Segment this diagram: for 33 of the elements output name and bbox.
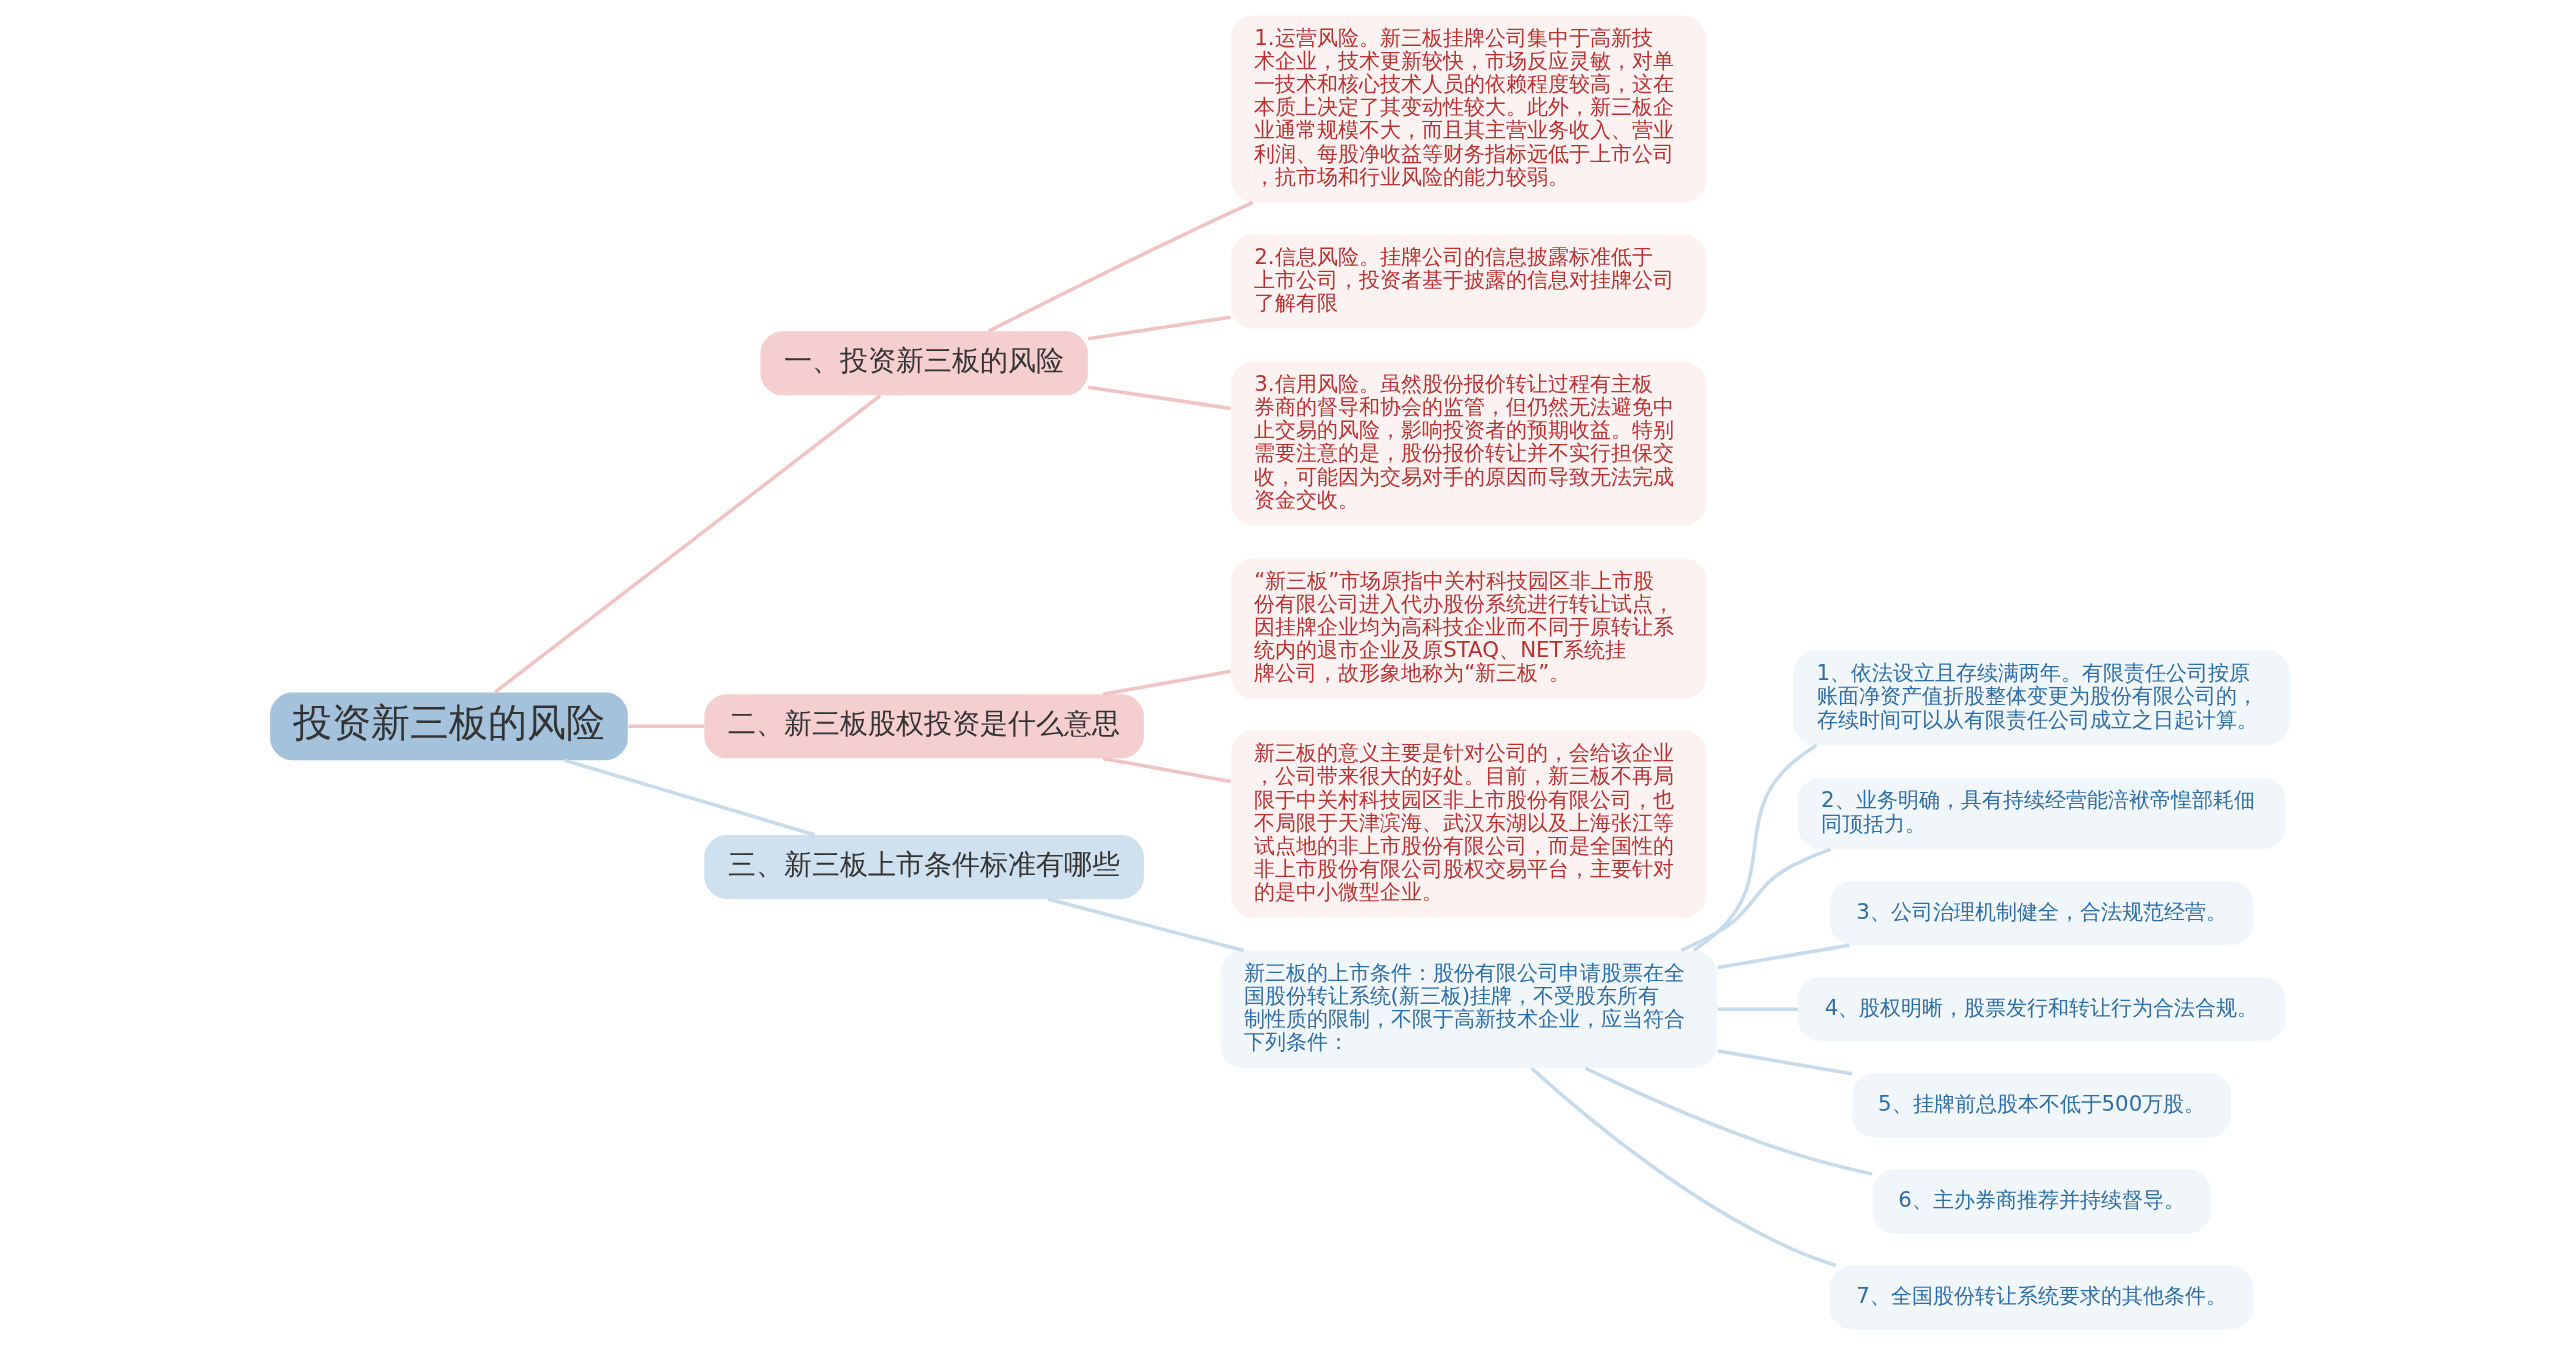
connector bbox=[1530, 1067, 1837, 1268]
connector bbox=[1717, 1007, 1798, 1012]
connector bbox=[1087, 315, 1231, 341]
node-box: 投资新三板的风险 bbox=[270, 692, 628, 761]
node-box: 5、挂牌前总股本不低于500万股。 bbox=[1852, 1073, 2232, 1138]
node-box: 新三板的上市条件：股份有限公司申请股票在全国股份转让系统(新三板)挂牌，不受股东所有制性质的限制，不限于高新技术企业，应当符合下列条件： bbox=[1220, 950, 1717, 1068]
connector bbox=[1047, 897, 1245, 953]
connector bbox=[1717, 943, 1850, 970]
connector bbox=[1692, 743, 1818, 952]
node-box: 新三板的意义主要是针对公司的，会给该企业，公司带来很大的好处。目前，新三板不再局限于中关村科技园区非上市股份有限公司，也不局限于天津滨海、武汉东湖以及上海张江等试点地的非上市股份有限公司，而是全国性的非上市股份有限公司股权交易平台，主要针对的是中小微型企业。 bbox=[1231, 730, 1707, 918]
node-box: 三、新三板上市条件标准有哪些 bbox=[704, 834, 1144, 899]
connector bbox=[628, 724, 705, 729]
connector bbox=[1102, 669, 1232, 697]
node-box: 1.运营风险。新三板挂牌公司集中于高新技术企业，技术更新较快，市场反应灵敏，对单一技术和核心技术人员的依赖程度较高，这在本质上决定了其变动性较大。此外，新三板企业通常规模不大，而且其主营业务收入、营业利润、每股净收益等财务指标远低于上市公司，抗市场和行业风险的能力较弱。 bbox=[1231, 15, 1707, 203]
connector bbox=[1087, 385, 1231, 411]
node-box: 6、主办券商推荐并持续督导。 bbox=[1872, 1169, 2211, 1234]
node-box: 2、业务明确，具有持续经营能涪袱帝惶部耗佃同顶括力。 bbox=[1797, 777, 2286, 850]
connector bbox=[1102, 756, 1232, 784]
connector bbox=[1717, 1049, 1853, 1076]
node-box: 2.信息风险。挂牌公司的信息披露标准低于上市公司，投资者基于披露的信息对挂牌公司了解有限 bbox=[1231, 234, 1707, 329]
connector bbox=[494, 394, 882, 694]
connector bbox=[987, 200, 1254, 333]
node-box: 二、新三板股权投资是什么意思 bbox=[704, 694, 1144, 759]
connector bbox=[563, 758, 816, 837]
node-box: 7、全国股份转让系统要求的其他条件。 bbox=[1829, 1265, 2254, 1330]
node-box: 一、投资新三板的风险 bbox=[760, 331, 1088, 396]
node-box: 1、依法设立且存续满两年。有限责任公司按原账面净资产值折股整体变更为股份有限公司的，存续时间可以从有限责任公司成立之日起计算。 bbox=[1793, 650, 2290, 745]
connector bbox=[1584, 1066, 1873, 1176]
connector bbox=[1680, 847, 1832, 953]
node-box: 3.信用风险。虽然股份报价转让过程有主板券商的督导和协会的监管，但仍然无法避免中止交易的风险，影响投资者的预期收益。特别需要注意的是，股份报价转让并不实行担保交收，可能因为交易对手的原因而导致无法完成资金交收。 bbox=[1231, 361, 1707, 526]
node-box: “新三板”市场原指中关村科技园区非上市股份有限公司进入代办股份系统进行转让试点，因挂牌企业均为高科技企业而不同于原转让系统内的退市企业及原STAQ、NET系统挂牌公司，故形象地称为“新三板”。 bbox=[1231, 558, 1707, 699]
node-box: 4、股权明晰，股票发行和转让行为合法合规。 bbox=[1797, 977, 2286, 1042]
node-box: 3、公司治理机制健全，合法规范经营。 bbox=[1829, 881, 2254, 946]
